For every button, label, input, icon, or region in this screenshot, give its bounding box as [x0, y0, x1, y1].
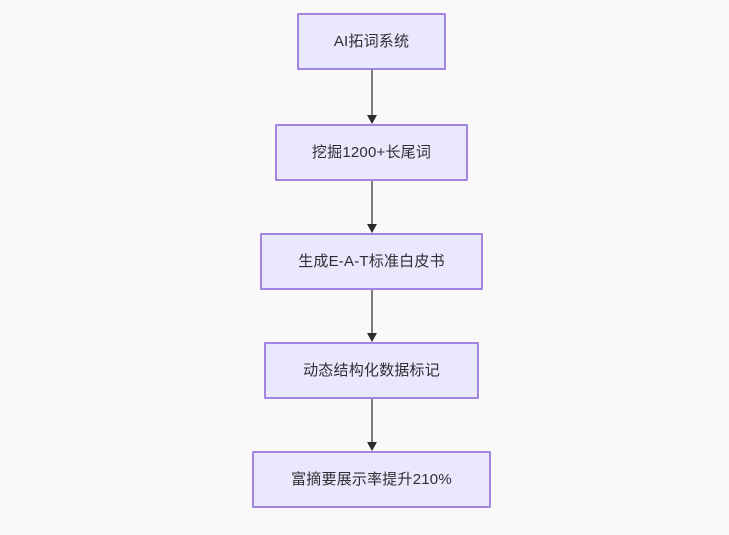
- flow-node-ai-keyword-system[interactable]: AI拓词系统: [297, 13, 446, 70]
- flow-node-label: AI拓词系统: [333, 33, 410, 50]
- edge-line: [371, 70, 373, 118]
- arrowhead-icon: [367, 442, 377, 451]
- edge-line: [371, 290, 373, 336]
- flow-node-dynamic-structured-data-markup[interactable]: 动态结构化数据标记: [264, 342, 479, 399]
- edge-line: [371, 399, 373, 445]
- flow-node-label: 生成E-A-T标准白皮书: [298, 253, 445, 270]
- flow-node-label: 富摘要展示率提升210%: [291, 471, 452, 488]
- flow-node-label: 挖掘1200+长尾词: [311, 144, 432, 161]
- edge-line: [371, 181, 373, 227]
- flow-node-label: 动态结构化数据标记: [303, 362, 440, 379]
- arrowhead-icon: [367, 224, 377, 233]
- arrowhead-icon: [367, 333, 377, 342]
- arrowhead-icon: [367, 115, 377, 124]
- flow-node-mine-longtail-keywords[interactable]: 挖掘1200+长尾词: [275, 124, 468, 181]
- flow-node-generate-eat-whitepaper[interactable]: 生成E-A-T标准白皮书: [260, 233, 483, 290]
- flow-node-rich-snippet-impression-lift[interactable]: 富摘要展示率提升210%: [252, 451, 491, 508]
